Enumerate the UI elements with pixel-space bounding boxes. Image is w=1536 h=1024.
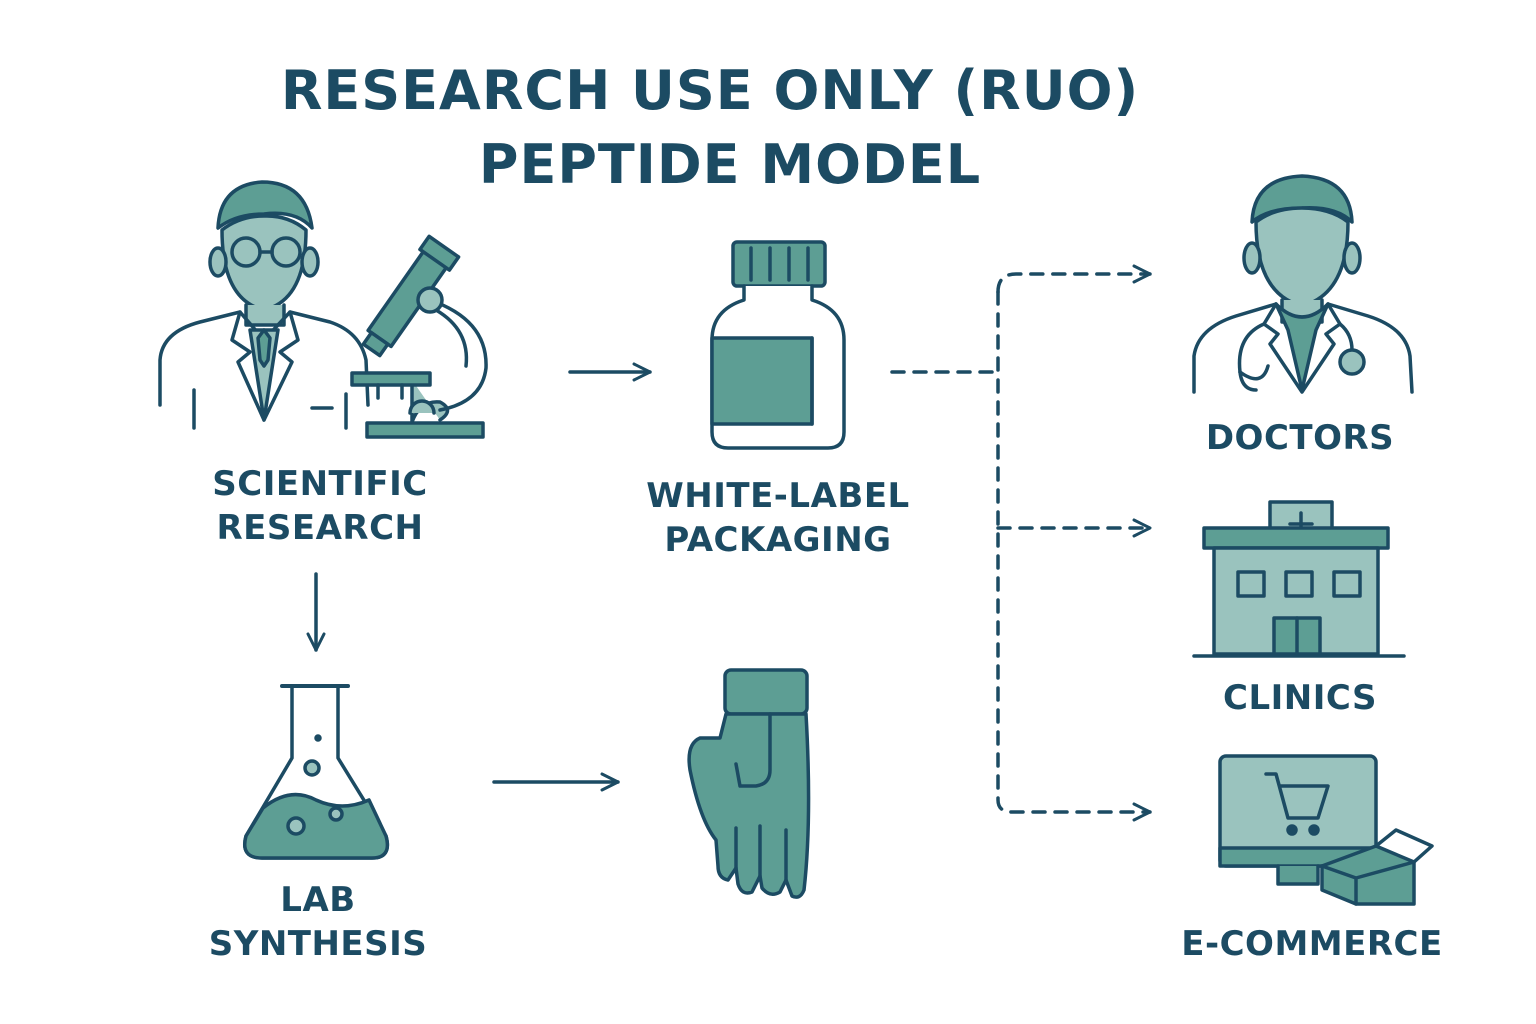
label-white-label-packaging: WHITE-LABEL PACKAGING [628,474,928,562]
glove-icon [687,668,811,899]
flask-icon [243,684,390,860]
label-synthesis-line-1: LAB [280,880,356,920]
label-research-line-1: SCIENTIFIC [212,464,428,504]
label-doctors: DOCTORS [1205,418,1395,458]
computer-cart-icon [1218,754,1434,906]
label-packaging-line-2: PACKAGING [664,520,892,560]
title-line-1: RESEARCH USE ONLY (RUO) [280,59,1140,122]
title-line-2: PEPTIDE MODEL [478,133,982,196]
label-scientific-research: SCIENTIFIC RESEARCH [170,462,470,550]
clinic-building-icon [1192,500,1406,658]
dashed-distribution-arrows [890,264,1152,822]
label-research-line-2: RESEARCH [216,508,424,548]
label-e-commerce: E-COMMERCE [1181,924,1443,964]
label-lab-synthesis: LAB SYNTHESIS [168,878,468,966]
label-packaging-line-1: WHITE-LABEL [646,476,910,516]
doctor-icon [1192,174,1414,394]
label-synthesis-line-2: SYNTHESIS [208,924,428,964]
bottle-icon [710,240,846,450]
scientist-microscope-icon [158,180,488,439]
label-clinics: CLINICS [1223,678,1377,718]
